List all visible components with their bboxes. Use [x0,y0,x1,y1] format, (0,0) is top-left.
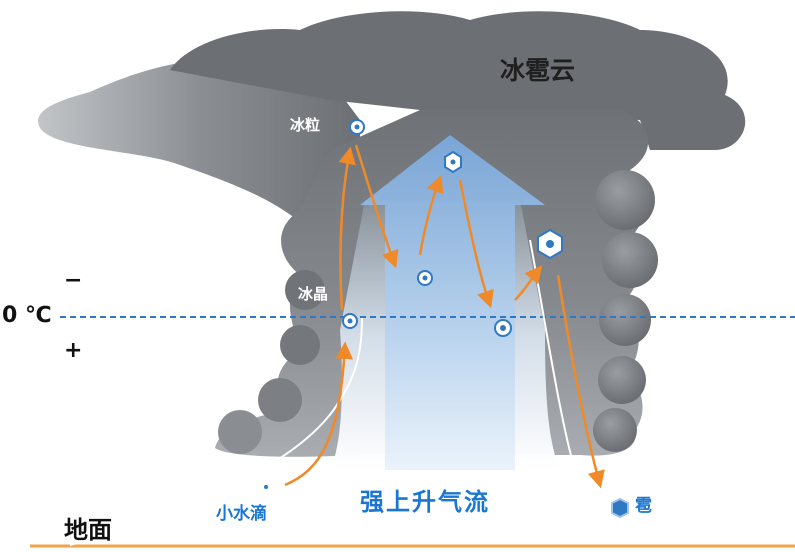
cloud-puff [598,356,646,404]
cloud-anvil [38,58,360,231]
ice-particles [262,119,629,519]
water-droplet-label: 小水滴 [216,504,267,524]
trajectory-crystal-rise [338,146,356,311]
ice-pellet-icon [354,124,360,130]
trajectory-fall-2 [458,179,494,309]
plus-sign: + [64,338,83,363]
trajectory-hook [514,265,543,301]
updraft-arrow [360,135,545,470]
trajectory-rise-2 [418,174,444,256]
cloud-puff [593,408,637,452]
water-droplet-icon [262,483,270,491]
cloud-title: 冰雹云 [500,56,576,85]
minus-sign: − [64,268,83,293]
inflow-curve-left [69,317,363,546]
cloud-puff [258,378,302,422]
cloud-puff [218,410,262,454]
ice-pellet-icon [500,325,506,331]
updraft-label: 强上升气流 [360,488,490,516]
particle-trajectories [284,144,605,489]
trajectory-pellet-fall [354,144,399,269]
ice-crystal-icon [347,318,353,324]
ice-pellet-icon [422,275,428,281]
cloud-puff [280,325,320,365]
cloud-puff [602,232,658,288]
cloud-puff [595,170,655,230]
zero-celsius-label: 0 ℃ [2,303,52,328]
inflow-curve-right [529,239,631,541]
cloud-puff [599,294,651,346]
trajectory-hail-fall [556,274,605,489]
ice-pellet-label: 冰粒 [290,116,321,134]
hail-icon [611,497,629,519]
cloud-puff [285,270,325,310]
ice-crystal-icon [450,159,456,165]
ice-crystal-label: 冰晶 [298,285,329,303]
hailstone-icon [546,240,554,248]
trajectory-droplet-rise [284,341,353,487]
ground-label: 地面 [64,516,112,544]
hail-label: 雹 [635,496,652,516]
